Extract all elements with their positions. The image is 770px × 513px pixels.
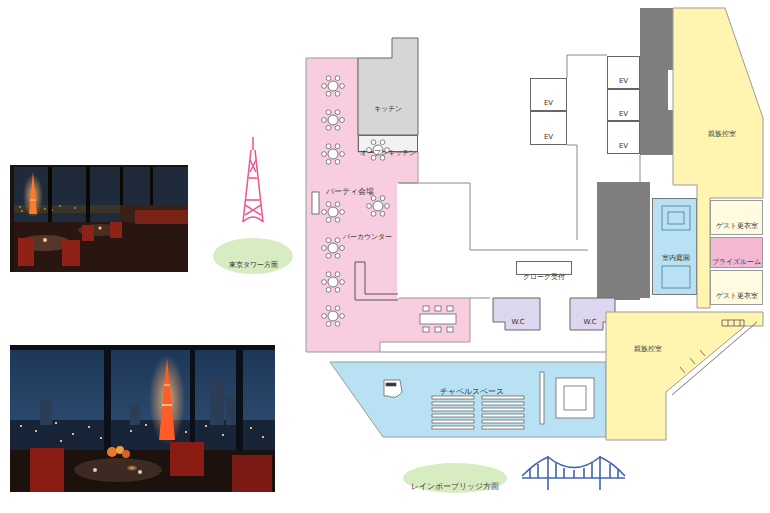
label-holder: W.C [511, 309, 524, 328]
room-label: レインボーブリッジ方面 [411, 482, 499, 491]
direction-badge: 東京タワー方面 [213, 238, 293, 274]
label-holder: ブライズルーム [712, 249, 761, 268]
label-holder: パーティ会場 [326, 179, 374, 198]
bride-room: ブライズルーム [710, 237, 763, 268]
room-shape [531, 112, 567, 145]
elevator: EV [530, 111, 567, 145]
room-label: 親族控室 [634, 345, 662, 353]
room-outline [330, 362, 606, 438]
room-shape [403, 463, 507, 493]
cloak-desk: クローク受付 [516, 261, 572, 275]
label-holder: W.C [583, 309, 596, 328]
room-shape [517, 262, 572, 275]
room-shape [711, 271, 763, 305]
label-holder: 親族控室 [634, 336, 662, 355]
label-holder: オープンキッチン [360, 140, 416, 159]
label-holder: ゲスト更衣室 [716, 213, 758, 232]
room-shape [673, 8, 763, 308]
elevator: EV [607, 121, 640, 154]
room-shape [213, 238, 293, 274]
label-holder: バーカウンター [343, 224, 392, 243]
round-tables [322, 76, 390, 326]
tokyo-tower-icon [243, 137, 263, 222]
elevator: EV [530, 78, 567, 111]
open-kitchen: オープンキッチン [358, 135, 418, 152]
kitchen-room: キッチン [358, 38, 418, 135]
label-holder: キッチン [374, 96, 402, 115]
family-room: 親族控室 [606, 312, 763, 440]
rainbow-bridge-icon [522, 456, 625, 490]
room-label: キッチン [374, 105, 402, 113]
elevator: EV [607, 56, 640, 89]
room-label: EV [619, 142, 628, 150]
label-holder: レインボーブリッジ方面 [411, 474, 499, 493]
room-shape [608, 57, 640, 89]
dressing-room: ゲスト更衣室 [710, 200, 763, 235]
room-label: オープンキッチン [360, 150, 416, 158]
room-label: W.C [583, 318, 596, 326]
garden-features [662, 206, 690, 288]
room-shape [531, 79, 567, 111]
room-label: ゲスト更衣室 [716, 292, 758, 300]
room-outline [358, 38, 418, 135]
label-holder: EV [544, 90, 553, 109]
elevator: EV [607, 89, 640, 121]
room-shape [608, 90, 640, 121]
room-label: 親族控室 [708, 130, 736, 138]
room-shape [606, 312, 763, 440]
label-holder: EV [619, 101, 628, 120]
direction-badge: レインボーブリッジ方面 [403, 463, 507, 493]
indoor-garden: 室内庭園 [652, 198, 697, 295]
room-shape [493, 298, 540, 330]
room-label: ブライズルーム [712, 259, 761, 267]
room-label: EV [544, 99, 553, 107]
room-shape [330, 362, 606, 437]
room-label: パーティ会場 [326, 187, 374, 196]
room-label: EV [619, 110, 628, 118]
restroom: W.C [493, 298, 540, 330]
room-shape [653, 199, 697, 295]
label-holder: チャペルスペース [440, 379, 504, 398]
dressing-room: ゲスト更衣室 [710, 270, 763, 305]
room-outline [652, 198, 697, 295]
room-label: W.C [511, 318, 524, 326]
room-label: 東京タワー方面 [229, 261, 278, 269]
label-holder: EV [619, 133, 628, 152]
label-holder: EV [544, 124, 553, 143]
room-label: バーカウンター [343, 233, 392, 241]
room-label: ゲスト更衣室 [716, 222, 758, 230]
room-label: EV [619, 77, 628, 85]
label-holder: EV [619, 68, 628, 87]
label-holder: 東京タワー方面 [229, 252, 278, 271]
chapel-space: チャペルスペース [330, 362, 606, 438]
room-shape [711, 238, 763, 268]
long-table [420, 306, 456, 332]
bar-counter-outline [312, 183, 418, 300]
label-holder: 室内庭園 [662, 245, 690, 264]
label-holder: 親族控室 [708, 121, 736, 140]
bar-counter: バーカウンター [338, 221, 396, 236]
room-label: EV [544, 133, 553, 141]
room-label: チャペルスペース [440, 387, 504, 396]
room-label: クローク受付 [523, 273, 565, 281]
chapel-furniture [384, 372, 594, 429]
room-label: 室内庭園 [662, 254, 690, 262]
label-holder: クローク受付 [523, 264, 565, 283]
night-view-photo [10, 345, 275, 492]
stair-lines [672, 320, 757, 395]
room-shape [608, 122, 640, 154]
room-shape [711, 201, 763, 235]
label-holder: ゲスト更衣室 [716, 283, 758, 302]
restaurant-photo [10, 165, 188, 272]
room-outline [606, 312, 763, 440]
room-shape [358, 38, 418, 135]
